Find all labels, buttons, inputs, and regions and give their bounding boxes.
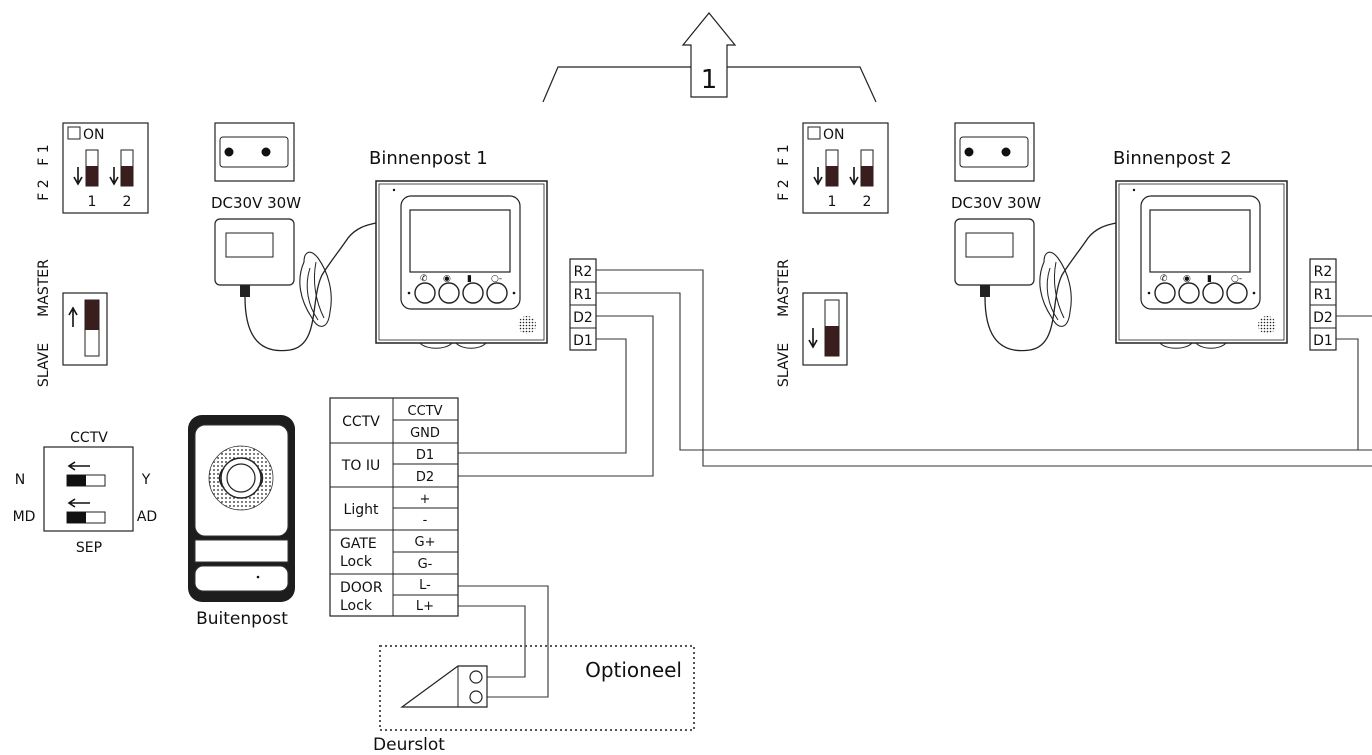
svg-text:R1: R1 (1314, 287, 1333, 303)
wiring (458, 269, 1372, 698)
svg-text:R2: R2 (1314, 264, 1333, 280)
svg-text:CCTV: CCTV (70, 430, 108, 446)
svg-text:2: 2 (863, 194, 872, 210)
svg-text:Light: Light (344, 502, 379, 518)
psu-1-label: DC30V 30W (211, 194, 301, 212)
svg-text:✆: ✆ (1160, 274, 1168, 284)
svg-text:ON: ON (83, 127, 105, 143)
svg-text:+: + (420, 492, 431, 507)
svg-text:N: N (15, 472, 25, 488)
svg-text:F 1: F 1 (36, 144, 52, 165)
svg-text:SEP: SEP (76, 540, 102, 556)
svg-text:✆: ✆ (420, 274, 428, 284)
svg-text:1: 1 (88, 194, 97, 210)
monitor-2-title: Binnenpost 2 (1113, 148, 1232, 169)
svg-text:○-: ○- (491, 274, 502, 284)
svg-text:▮: ▮ (1207, 274, 1212, 284)
svg-text:D2: D2 (573, 310, 593, 326)
svg-text:GATE: GATE (340, 536, 377, 552)
svg-text:L+: L+ (416, 599, 434, 614)
svg-text:ON: ON (823, 127, 845, 143)
svg-text:-: - (423, 513, 428, 528)
svg-text:Lock: Lock (340, 598, 373, 614)
indoor-monitor-1: ✆ ◉ ▮ ○- (375, 180, 548, 349)
svg-text:TO IU: TO IU (341, 458, 380, 474)
svg-text:SLAVE: SLAVE (36, 343, 52, 387)
svg-text:2: 2 (123, 194, 132, 210)
doorlock-label: Deurslot (373, 735, 445, 755)
wall-bracket-1 (214, 122, 295, 182)
svg-text:Y: Y (141, 472, 151, 488)
svg-text:GND: GND (410, 426, 440, 441)
svg-text:L-: L- (419, 578, 431, 593)
power-adapter-2 (954, 218, 1117, 352)
dip-switch-2: ON 1 2 F 1 F 2 (776, 122, 889, 214)
svg-text:D1: D1 (573, 333, 593, 349)
svg-text:AD: AD (137, 509, 157, 525)
svg-text:MASTER: MASTER (36, 259, 52, 317)
svg-text:D2: D2 (1313, 310, 1333, 326)
svg-text:◉: ◉ (443, 274, 451, 284)
svg-text:D2: D2 (416, 470, 434, 485)
group-number: 1 (701, 65, 718, 95)
svg-text:MD: MD (13, 509, 36, 525)
svg-text:▮: ▮ (467, 274, 472, 284)
svg-text:CCTV: CCTV (408, 404, 443, 419)
svg-text:DOOR: DOOR (340, 580, 383, 596)
svg-text:◉: ◉ (1183, 274, 1191, 284)
indoor-monitor-2: ✆ ◉ ▮ ○- (1115, 180, 1288, 349)
group-arrow: 1 (542, 12, 877, 103)
outdoor-station (188, 415, 295, 602)
svg-text:D1: D1 (416, 448, 434, 463)
svg-text:1: 1 (828, 194, 837, 210)
svg-text:G+: G+ (415, 535, 436, 550)
svg-text:Lock: Lock (340, 554, 373, 570)
power-adapter-1 (214, 218, 377, 352)
svg-text:F 1: F 1 (776, 144, 792, 165)
outdoor-label: Buitenpost (196, 609, 288, 629)
dip-switch-1: ON 1 2 F 1 F 2 (36, 122, 149, 214)
cctv-sep-switch: CCTV SEP N Y MD AD (13, 430, 158, 556)
monitor-1-terminal: R2 R1 D2 D1 (569, 258, 597, 351)
wall-bracket-2 (954, 122, 1035, 182)
svg-text:R1: R1 (574, 287, 593, 303)
psu-2-label: DC30V 30W (951, 194, 1041, 212)
svg-text:SLAVE: SLAVE (776, 343, 792, 387)
mode-switch-2: MASTER SLAVE (776, 259, 848, 387)
terminal-block: CCTV TO IU Light GATE Lock DOOR Lock CCT… (329, 397, 459, 617)
svg-text:D1: D1 (1313, 333, 1333, 349)
svg-text:R2: R2 (574, 264, 593, 280)
svg-text:MASTER: MASTER (776, 259, 792, 317)
monitor-1-title: Binnenpost 1 (369, 148, 488, 169)
svg-text:F 2: F 2 (776, 179, 792, 200)
svg-text:F 2: F 2 (36, 179, 52, 200)
mode-switch-1: MASTER SLAVE (36, 259, 108, 387)
svg-text:○-: ○- (1231, 274, 1242, 284)
monitor-2-terminal: R2 R1 D2 D1 (1309, 258, 1337, 351)
optional-section: Optioneel (379, 645, 695, 731)
optional-label: Optioneel (585, 658, 682, 682)
svg-text:G-: G- (418, 557, 433, 572)
svg-text:CCTV: CCTV (342, 414, 380, 430)
